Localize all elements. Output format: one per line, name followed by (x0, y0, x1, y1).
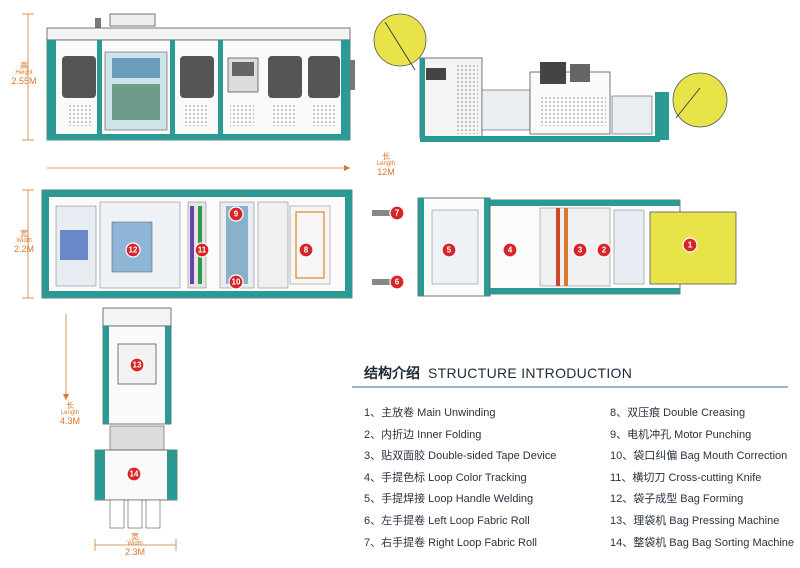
length-zh: 长 (382, 152, 390, 161)
svg-text:11: 11 (198, 246, 207, 255)
height-zh: 高 (20, 61, 28, 70)
sub-width-value: 2.3M (124, 546, 145, 557)
callout-13: 13 (129, 357, 145, 373)
width-en: Width (16, 238, 32, 245)
legend-item: 12、袋子成型 Bag Forming (610, 493, 744, 506)
legend-item: 3、贴双面胶 Double-sided Tape Device (364, 450, 557, 463)
legend-item: 14、整袋机 Bag Bag Sorting Machine (610, 536, 795, 549)
length-dimension-label: 长 Length 12M (366, 152, 406, 177)
legend-title-zh: 结构介绍 (364, 365, 420, 381)
legend-item: 10、袋口纠偏 Bag Mouth Correction (610, 450, 788, 463)
svg-text:6: 6 (395, 278, 400, 287)
sub-width-zh: 宽 (131, 532, 139, 541)
legend-divider (352, 386, 788, 388)
legend-item: 6、左手提卷 Left Loop Fabric Roll (364, 514, 530, 527)
legend-item: 4、手提色标 Loop Color Tracking (364, 471, 527, 484)
legend-title: 结构介绍 STRUCTURE INTRODUCTION (364, 363, 632, 383)
legend-item: 5、手提焊接 Loop Handle Welding (364, 493, 534, 506)
svg-text:8: 8 (304, 246, 309, 255)
sub-width-en: Width (127, 541, 143, 548)
width-value: 2.2M (13, 243, 34, 254)
length-en: Length (376, 161, 396, 168)
svg-text:1: 1 (688, 241, 693, 250)
width-dimension-label: 宽 Width 2.2M (4, 229, 44, 254)
legend-item: 2、内折边 Inner Folding (364, 428, 482, 441)
legend-item: 11、横切刀 Cross-cutting Knife (610, 471, 762, 484)
sub-length-en: Length (60, 410, 80, 417)
sub-length-value: 4.3M (59, 415, 80, 426)
callout-11: 11 (194, 242, 210, 258)
plan-view-unwind-unit (372, 197, 737, 297)
svg-text:10: 10 (232, 278, 241, 287)
callout-12: 12 (125, 242, 141, 258)
svg-text:13: 13 (133, 361, 142, 370)
svg-text:2: 2 (602, 246, 607, 255)
sub-width-dimension-label: 宽 Width 2.3M (115, 532, 155, 557)
legend-item: 13、理袋机 Bag Pressing Machine (610, 514, 780, 527)
svg-text:9: 9 (234, 210, 239, 219)
bag-pressing-machine (102, 307, 172, 451)
callout-5: 5 (441, 242, 457, 258)
callout-4: 4 (502, 242, 518, 258)
svg-text:12: 12 (129, 246, 138, 255)
callout-10: 10 (228, 274, 244, 290)
callout-8: 8 (298, 242, 314, 258)
width-zh: 宽 (20, 229, 28, 238)
legend-title-en: STRUCTURE INTRODUCTION (428, 365, 633, 381)
svg-text:3: 3 (578, 246, 583, 255)
callout-1: 1 (682, 237, 698, 253)
height-dimension-label: 高 Height 2.55M (4, 61, 44, 86)
callout-6: 6 (389, 274, 405, 290)
plan-view-forming-unit (41, 189, 353, 299)
height-en: Height (15, 70, 33, 77)
callout-2: 2 (596, 242, 612, 258)
legend-list-right: 8、双压痕 Double Creasing 9、电机冲孔 Motor Punch… (610, 404, 794, 555)
front-view-machine (46, 13, 355, 141)
length-value: 12M (377, 166, 395, 177)
svg-text:7: 7 (395, 209, 400, 218)
legend-item: 7、右手提卷 Right Loop Fabric Roll (364, 536, 538, 549)
sub-length-zh: 长 (66, 401, 74, 410)
callout-14: 14 (126, 466, 142, 482)
side-view-machine (373, 13, 728, 142)
callout-7: 7 (389, 205, 405, 221)
legend-item: 1、主放卷 Main Unwinding (364, 407, 496, 419)
bag-sorting-machine (94, 449, 178, 529)
legend-item: 8、双压痕 Double Creasing (610, 407, 746, 419)
svg-text:14: 14 (130, 470, 139, 479)
callout-9: 9 (228, 206, 244, 222)
legend-item: 9、电机冲孔 Motor Punching (610, 428, 752, 441)
sub-length-dimension-label: 长 Length 4.3M (50, 401, 90, 426)
legend-list-left: 1、主放卷 Main Unwinding 2、内折边 Inner Folding… (364, 404, 556, 555)
svg-text:5: 5 (447, 246, 452, 255)
height-value: 2.55M (11, 75, 37, 86)
svg-text:4: 4 (508, 246, 513, 255)
callout-3: 3 (572, 242, 588, 258)
